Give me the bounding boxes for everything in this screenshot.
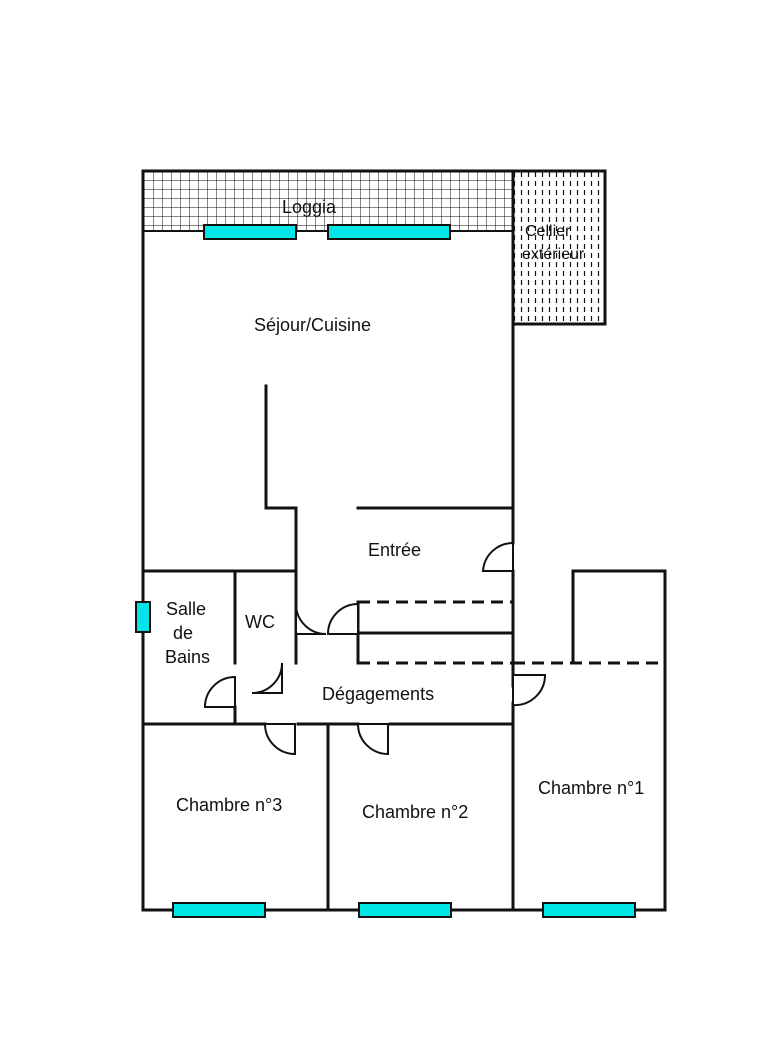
door-entree [481,541,514,572]
windows [135,224,636,918]
label-cellier-2: extérieur [522,246,585,263]
door-bains [203,675,236,708]
label-wc: WC [245,612,275,632]
door-chambre3 [263,723,296,756]
cellier-area [512,170,606,325]
window-chambre1 [542,902,636,918]
label-degagements: Dégagements [322,684,434,704]
door-wc [251,662,283,694]
window-chambre2 [358,902,452,918]
door-swings [203,541,547,756]
label-salle-2: de [173,623,193,643]
window-loggia-1 [203,224,297,240]
door-chambre1 [512,674,547,707]
loggia-area [142,170,514,232]
label-salle-3: Bains [165,647,210,667]
door-chambre2 [356,723,389,756]
label-loggia: Loggia [282,197,337,217]
door-sejour-degagement [295,603,327,635]
label-cellier-1: Cellier [525,223,571,240]
label-sejour: Séjour/Cuisine [254,315,371,335]
room-labels: Loggia Cellier extérieur Séjour/Cuisine … [165,197,644,822]
label-chambre1: Chambre n°1 [538,778,644,798]
label-chambre2: Chambre n°2 [362,802,468,822]
window-loggia-2 [327,224,451,240]
door-salle-right [326,602,359,635]
label-entree: Entrée [368,540,421,560]
label-salle-1: Salle [166,599,206,619]
label-chambre3: Chambre n°3 [176,795,282,815]
window-salle-de-bains [135,601,151,633]
window-chambre3 [172,902,266,918]
